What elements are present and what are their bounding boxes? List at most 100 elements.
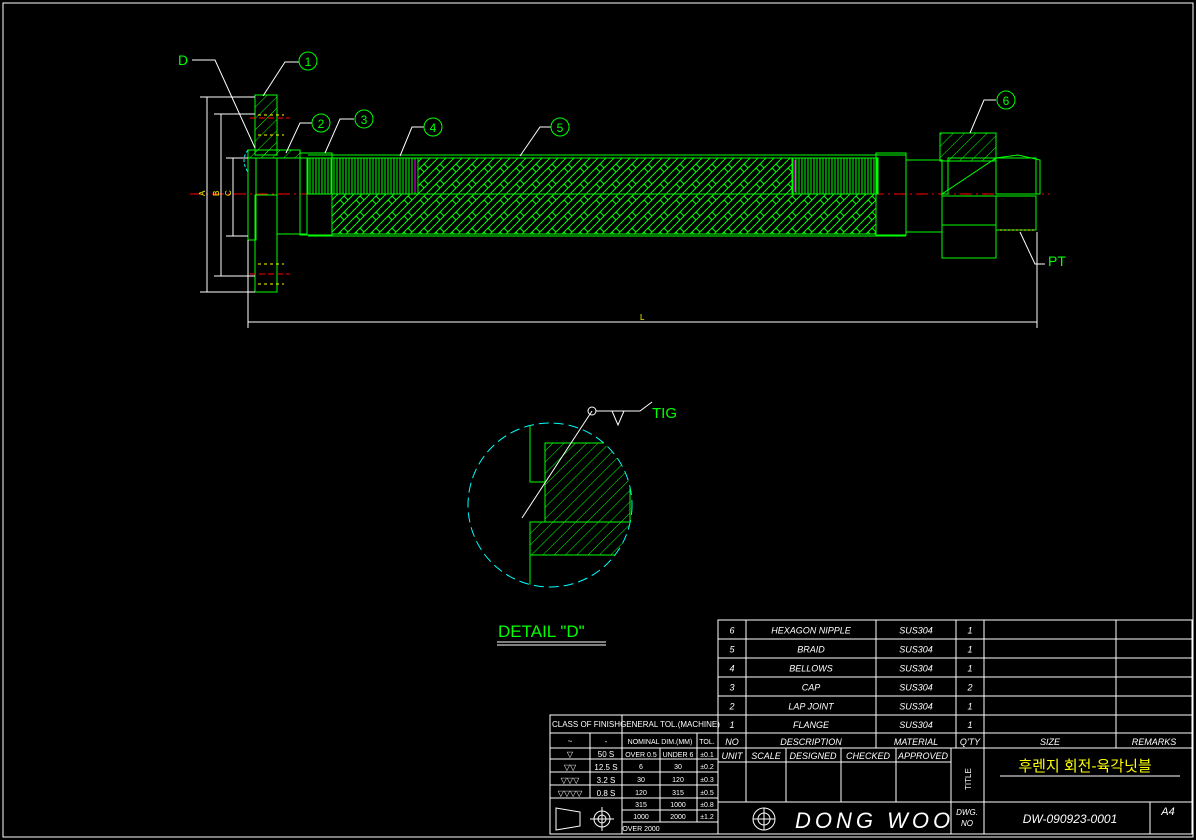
tol-value: ±0.3 — [700, 777, 714, 784]
hex-nipple-top — [939, 132, 997, 162]
tol-under: 120 — [672, 777, 684, 784]
balloon-3: 3 — [354, 109, 374, 129]
bom-row-description: CAP — [802, 683, 821, 693]
svg-text:SIZE: SIZE — [1040, 737, 1061, 747]
tol-under: 2000 — [670, 814, 686, 821]
title-block-text: UNIT SCALE DESIGNED CHECKED APPROVED TIT… — [722, 751, 1175, 833]
flange-top — [254, 94, 278, 156]
projection-symbol-icon — [555, 807, 614, 831]
tol-under: 1000 — [670, 802, 686, 809]
finish-value: - — [605, 737, 608, 746]
bom-row-material: SUS304 — [899, 683, 933, 693]
tig-label: TIG — [652, 405, 677, 422]
tol-over: OVER 2000 — [622, 826, 659, 833]
pt-label: PT — [1048, 253, 1066, 269]
svg-text:Q'TY: Q'TY — [960, 737, 981, 747]
braid-lower — [331, 193, 877, 235]
tol-over: OVER 0.5 — [625, 752, 657, 759]
tol-value: ±0.5 — [700, 790, 714, 797]
tol-value: ±0.2 — [700, 764, 714, 771]
bom-header: NO DESCRIPTION MATERIAL Q'TY SIZE REMARK… — [725, 737, 1176, 747]
dim-b-label: B — [212, 191, 221, 196]
bom-row-qty: 1 — [967, 720, 972, 730]
bom-row-qty: 1 — [967, 664, 972, 674]
svg-text:CLASS OF FINISH: CLASS OF FINISH — [552, 720, 620, 729]
svg-text:NOMINAL DIM.(MM): NOMINAL DIM.(MM) — [628, 739, 693, 746]
tol-over: 1000 — [633, 814, 649, 821]
svg-text:APPROVED: APPROVED — [897, 751, 949, 761]
bom-row-no: 6 — [729, 626, 734, 636]
svg-text:DWG.: DWG. — [956, 808, 978, 817]
bom-row-no: 4 — [729, 664, 734, 674]
bom-row-description: BELLOWS — [789, 664, 833, 674]
lap-joint — [247, 149, 301, 159]
bom-row-material: SUS304 — [899, 720, 933, 730]
balloon-2: 2 — [311, 113, 331, 133]
dim-l-label: L — [640, 313, 645, 322]
finish-rows: ~-▽50 S▽▽12.5 S▽▽▽3.2 S▽▽▽▽0.8 S — [558, 737, 618, 798]
tol-over: 315 — [635, 802, 647, 809]
flange-bottom — [254, 194, 278, 293]
finish-symbol: ▽▽▽▽ — [558, 789, 583, 798]
tolerance-table — [549, 714, 719, 835]
hose-assembly: A B C L D PT 1 2 3 — [178, 51, 1066, 328]
svg-text:CHECKED: CHECKED — [846, 751, 891, 761]
finish-symbol: ▽▽ — [564, 763, 577, 772]
bom-row-description: BRAID — [797, 645, 825, 655]
hex-nipple-bottom — [941, 195, 997, 259]
bom-row-material: SUS304 — [899, 664, 933, 674]
tol-over: 30 — [637, 777, 645, 784]
bom-table — [717, 619, 1193, 749]
bom-row-description: HEXAGON NIPPLE — [771, 626, 852, 636]
finish-value: 12.5 S — [594, 763, 617, 772]
bom-row-qty: 1 — [967, 626, 972, 636]
bom-row-no: 3 — [729, 683, 734, 693]
tol-over: 6 — [639, 764, 643, 771]
svg-text:DESIGNED: DESIGNED — [789, 751, 837, 761]
dimensions — [200, 96, 1038, 328]
bom-row-material: SUS304 — [899, 626, 933, 636]
dim-a-label: A — [198, 190, 207, 196]
braid-upper — [417, 157, 793, 195]
svg-text:3: 3 — [361, 113, 368, 127]
svg-text:6: 6 — [1003, 94, 1010, 108]
svg-text:1: 1 — [305, 55, 312, 69]
detail-circle — [467, 422, 633, 588]
bom-row-no: 1 — [729, 720, 734, 730]
tol-over: 120 — [635, 790, 647, 797]
finish-value: 0.8 S — [597, 789, 616, 798]
tol-under: 30 — [674, 764, 682, 771]
svg-text:TITLE: TITLE — [964, 768, 973, 790]
svg-text:SCALE: SCALE — [751, 751, 782, 761]
detail-ref-label: D — [178, 52, 188, 68]
bom-row-material: SUS304 — [899, 645, 933, 655]
balloon-6: 6 — [996, 90, 1016, 110]
finish-symbol: ▽▽▽ — [561, 776, 580, 785]
detail-d: TIG DETAIL "D" — [467, 401, 677, 646]
bom-row-description: FLANGE — [793, 720, 830, 730]
dim-c-label: C — [224, 190, 233, 196]
bellows-left — [307, 157, 419, 195]
bellows-right — [791, 157, 879, 195]
balloon-4: 4 — [423, 117, 443, 137]
balloon-1: 1 — [298, 51, 318, 71]
company-name: DONG WOO — [795, 808, 954, 833]
bom-row-description: LAP JOINT — [788, 702, 835, 712]
svg-text:GENERAL TOL.(MACHINE): GENERAL TOL.(MACHINE) — [620, 720, 720, 729]
tolerance-table-text: CLASS OF FINISH GENERAL TOL.(MACHINE) NO… — [552, 720, 720, 746]
svg-text:NO: NO — [961, 819, 973, 828]
svg-text:NO: NO — [725, 737, 739, 747]
detail-title: DETAIL "D" — [498, 622, 585, 641]
tol-value: ±1.2 — [700, 814, 714, 821]
tol-under: 315 — [672, 790, 684, 797]
svg-text:TOL.: TOL. — [699, 739, 714, 746]
drawing-number: DW-090923-0001 — [1023, 812, 1118, 826]
svg-text:5: 5 — [557, 121, 564, 135]
bom-row-qty: 1 — [967, 645, 972, 655]
sheet-size: A4 — [1160, 806, 1174, 818]
tol-value: ±0.1 — [700, 752, 714, 759]
leader-lines — [192, 59, 1045, 265]
svg-text:UNIT: UNIT — [722, 751, 744, 761]
